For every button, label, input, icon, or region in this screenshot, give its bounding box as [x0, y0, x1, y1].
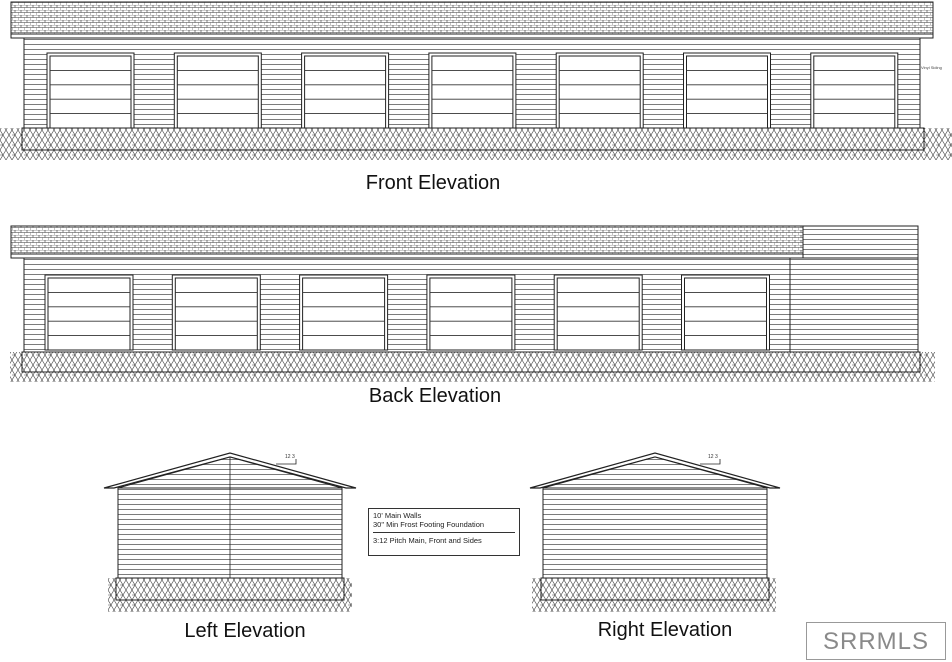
front-garage-door [810, 52, 899, 129]
back-foundation [10, 352, 935, 382]
front-fascia [10, 33, 934, 39]
front-foundation [0, 128, 952, 160]
front-elevation [0, 1, 952, 160]
siding-callout: Vinyl Siding [921, 65, 942, 70]
left-pitch-label: 12 3 [285, 454, 295, 460]
front-roof [10, 1, 934, 35]
front-elevation-title: Front Elevation [365, 172, 501, 194]
back-elevation-title: Back Elevation [368, 385, 502, 407]
right-pitch-label: 12 3 [708, 454, 718, 460]
back-garage-door [681, 274, 770, 351]
left-elevation-title: Left Elevation [184, 620, 306, 642]
left-elevation [103, 452, 357, 612]
right-roof [529, 452, 781, 489]
back-garage-door [553, 274, 643, 351]
construction-notes: 10' Main Walls 30" Min Frost Footing Fou… [368, 508, 520, 556]
front-garage-door [301, 52, 390, 129]
right-elevation-title: Right Elevation [597, 619, 733, 641]
left-roof [103, 452, 357, 489]
left-pitch-symbol [276, 459, 297, 465]
back-doors [44, 274, 770, 351]
front-doors [46, 52, 899, 129]
back-garage-door [426, 274, 516, 351]
right-footing [540, 577, 770, 601]
back-garage-door [171, 274, 261, 351]
back-fascia [10, 253, 804, 259]
front-footing [21, 127, 925, 151]
front-garage-door [46, 52, 135, 129]
right-wall [542, 487, 768, 581]
right-elevation [529, 452, 781, 612]
back-roof [10, 225, 804, 255]
front-garage-door [555, 52, 644, 129]
front-garage-door [683, 52, 771, 129]
note-walls: 10' Main Walls [373, 511, 422, 520]
front-garage-door [173, 52, 262, 129]
back-footing [21, 351, 921, 373]
left-foundation [108, 578, 352, 612]
back-garage-door [299, 274, 389, 351]
mls-watermark: SRRMLS [806, 622, 946, 660]
right-foundation [532, 578, 776, 612]
front-garage-door [428, 52, 517, 129]
right-gable [542, 456, 768, 489]
note-pitch: 3:12 Pitch Main, Front and Sides [373, 532, 515, 545]
back-garage-door [44, 274, 134, 351]
back-elevation [10, 225, 935, 382]
right-pitch-symbol [700, 459, 721, 465]
back-roof-side [802, 225, 919, 259]
note-footing: 30" Min Frost Footing Foundation [373, 520, 485, 529]
left-footing [115, 577, 345, 601]
